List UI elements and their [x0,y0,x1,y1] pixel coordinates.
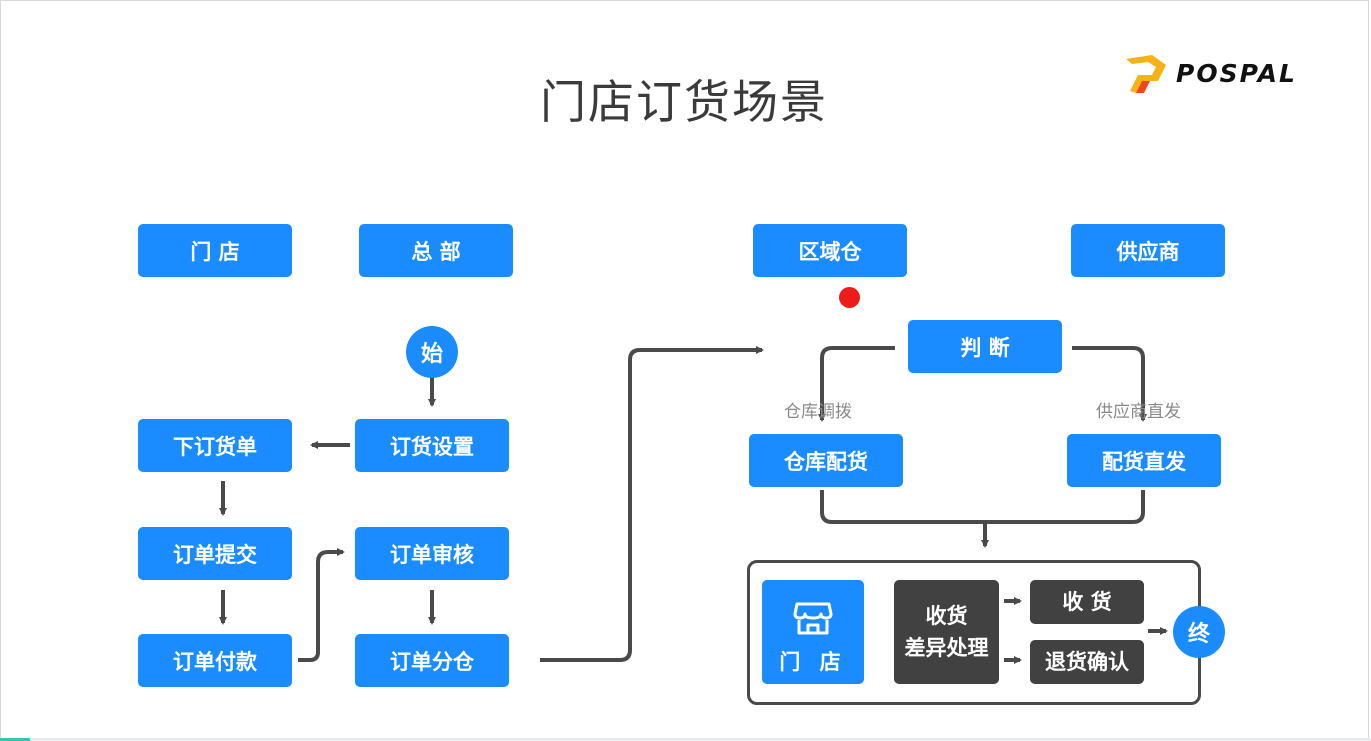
logo-text: POSPAL [1176,58,1297,88]
connector-allocation-to-warehouse [540,346,764,662]
pospal-logo-icon [1126,55,1166,93]
lane-header-hq: 总 部 [359,224,513,277]
node-warehouse-distribution: 仓库配货 [749,434,903,487]
node-submit-order: 订单提交 [138,527,292,580]
connector-decision-to-warehouse [818,346,895,422]
connector-merge [820,490,1145,524]
node-order-review: 订单审核 [355,527,509,580]
page-title: 门店订货场景 [540,75,828,129]
end-node: 终 [1173,606,1225,658]
pospal-logo: POSPAL [1122,50,1297,96]
node-decision: 判 断 [908,320,1062,373]
bottom-accent [0,738,30,741]
node-order-allocation: 订单分仓 [355,634,509,687]
connector-decision-to-direct [1072,346,1147,422]
connector-payment-to-review [298,548,345,662]
node-order-setting: 订货设置 [355,419,509,472]
red-marker-dot [839,287,860,308]
route-label-supplier-direct: 供应商直发 [1096,402,1181,422]
node-receipt-difference: 收货 差异处理 [894,580,999,684]
store-receiving-card: 门 店 [762,580,864,684]
storefront-icon [793,602,833,635]
receipt-diff-line1: 收货 [925,604,968,628]
store-card-label: 门 店 [779,650,847,674]
start-node: 始 [406,326,458,378]
node-direct-delivery: 配货直发 [1067,434,1221,487]
lane-header-supplier: 供应商 [1071,224,1225,277]
node-return-confirm: 退货确认 [1030,640,1144,684]
lane-header-store: 门 店 [138,224,292,277]
lane-header-regional-warehouse: 区域仓 [753,224,907,277]
bottom-strip [0,738,1371,741]
route-label-warehouse-transfer: 仓库调拨 [784,402,852,422]
receipt-diff-line2: 差异处理 [904,636,989,660]
node-order-payment: 订单付款 [138,634,292,687]
node-place-order: 下订货单 [138,419,292,472]
node-receive: 收 货 [1030,580,1144,624]
